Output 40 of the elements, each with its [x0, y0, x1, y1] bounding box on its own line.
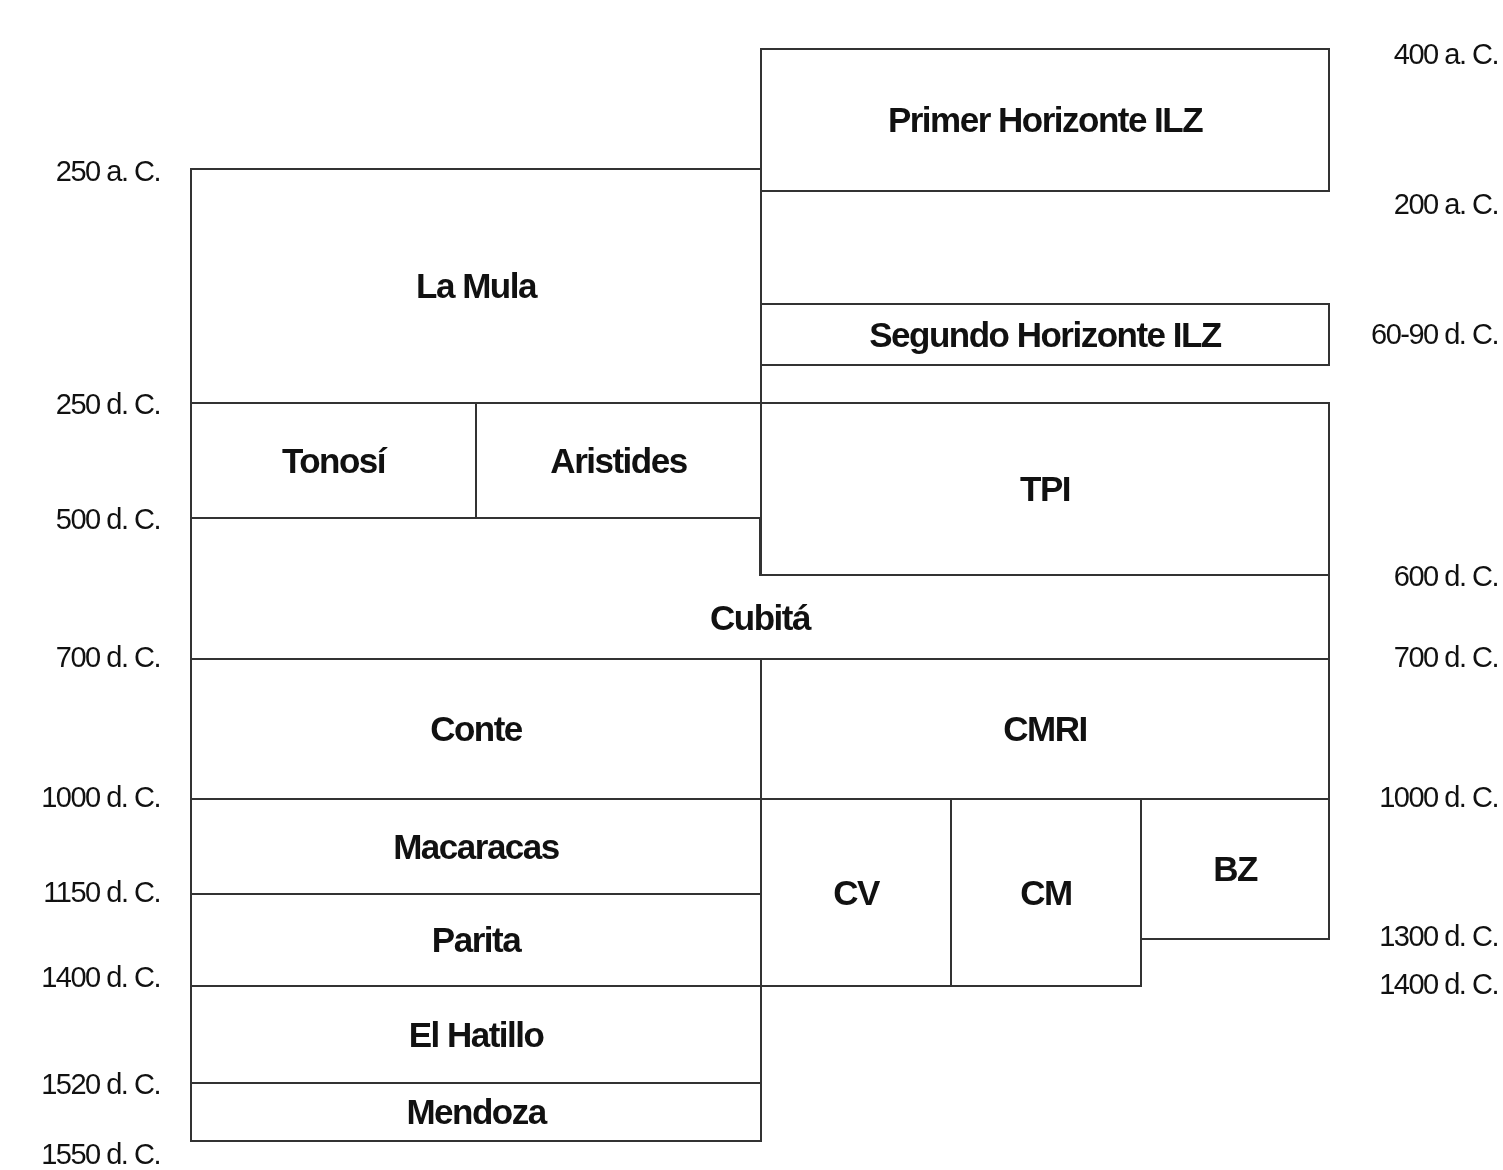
date-label: 1520 d. C. — [41, 1070, 160, 1099]
period-name: Primer Horizonte ILZ — [887, 100, 1203, 140]
period-name: Segundo Horizonte ILZ — [869, 314, 1221, 355]
date-label: 1150 d. C. — [43, 878, 160, 907]
period-name: Parita — [431, 920, 521, 960]
period-box — [1140, 798, 1330, 940]
date-label: 1000 d. C. — [1379, 783, 1498, 812]
period-name: El Hatillo — [408, 1014, 544, 1055]
period-name: La Mula — [416, 266, 536, 306]
date-label: 700 d. C. — [55, 643, 160, 672]
period-name: Macaracas — [393, 826, 559, 867]
date-label: 1000 d. C. — [41, 783, 160, 812]
date-label: 1550 d. C. — [41, 1140, 160, 1169]
date-label: 1300 d. C. — [1379, 922, 1498, 951]
date-label: 250 d. C. — [55, 390, 160, 419]
period-box — [760, 402, 1330, 576]
date-label: 60-90 d. C. — [1371, 320, 1498, 349]
period-name: CV — [833, 872, 879, 913]
period-box — [190, 985, 762, 1084]
date-label: 400 a. C. — [1393, 40, 1498, 69]
period-name: Tonosí — [281, 440, 386, 481]
period-name: Conte — [430, 709, 522, 749]
period-box — [190, 1082, 762, 1142]
date-label: 1400 d. C. — [1379, 970, 1498, 999]
period-box — [760, 303, 1330, 366]
period-box — [760, 48, 1330, 192]
date-label: 600 d. C. — [1393, 562, 1498, 591]
period-name: CM — [1020, 872, 1072, 913]
date-label: 1400 d. C. — [41, 963, 160, 992]
period-box — [190, 168, 762, 404]
period-name: Cubitá — [710, 597, 810, 638]
date-label: 500 d. C. — [55, 505, 160, 534]
date-label: 250 a. C. — [55, 157, 160, 186]
date-label: 700 d. C. — [1393, 643, 1498, 672]
date-label: 200 a. C. — [1393, 190, 1498, 219]
period-name: Aristides — [550, 440, 687, 481]
period-name: CMRI — [1003, 709, 1087, 749]
period-name: Mendoza — [406, 1092, 546, 1132]
period-name: BZ — [1213, 849, 1257, 889]
period-name: TPI — [1020, 469, 1070, 509]
